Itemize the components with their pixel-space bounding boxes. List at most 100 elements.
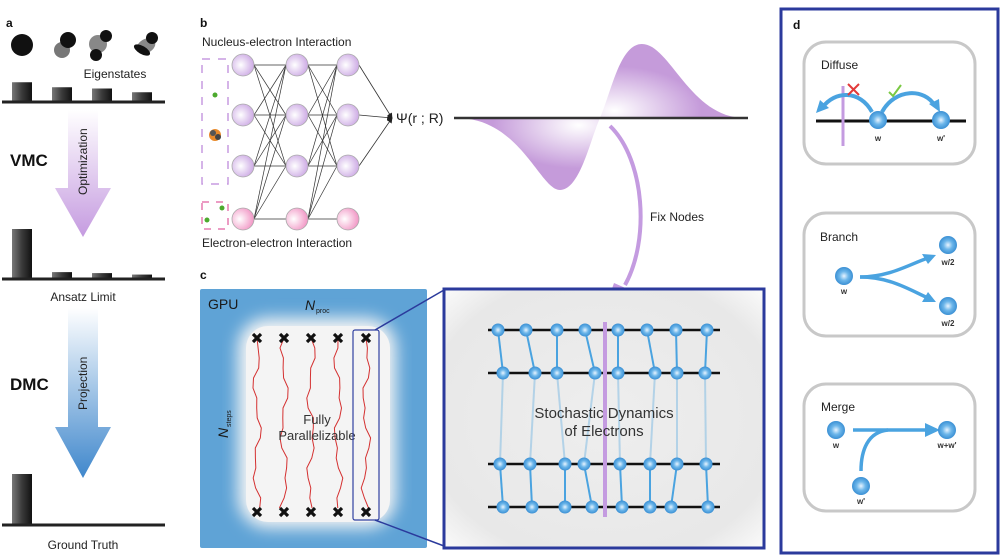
walker-node [528, 366, 542, 380]
gpu-label: GPU [208, 296, 238, 312]
walker-path [278, 337, 289, 509]
walker-node [525, 500, 539, 514]
network-edges [253, 64, 393, 220]
branch-arrow-down [859, 275, 929, 300]
network-node-nucleus [231, 53, 255, 77]
walker-link [525, 329, 536, 374]
accept-check-icon [888, 84, 902, 98]
network-node-electron [285, 207, 309, 231]
nucleus-icon [209, 129, 221, 141]
walker-path [306, 337, 316, 509]
branch-arrowhead-up [922, 254, 936, 264]
walker-w-prime [932, 111, 950, 129]
projection-label: Projection [76, 357, 90, 410]
zoom-line-bottom [374, 519, 445, 547]
output-edge [358, 117, 393, 167]
gpu-inner [246, 326, 390, 522]
stochastic-label-line1: Stochastic Dynamics [534, 405, 673, 422]
walker-path [252, 337, 262, 509]
vmc-label: VMC [10, 151, 48, 170]
diffuse-rejected-arrowhead [816, 100, 829, 113]
panel-d: d Diffuse w w' Branch w [779, 7, 1000, 555]
histogram-bar [92, 88, 112, 101]
walker-link [670, 463, 678, 508]
walker-link [617, 372, 621, 465]
walker-link [705, 463, 709, 508]
network-edge [307, 64, 338, 116]
walker-node [698, 366, 712, 380]
network-edge [307, 64, 338, 167]
walker-link [499, 372, 504, 465]
network-node-nucleus [336, 154, 360, 178]
panel-c-label: c [200, 268, 207, 282]
network-node-nucleus [231, 154, 255, 178]
zoom-line-top [374, 289, 445, 331]
panel-d-label: d [793, 18, 800, 32]
walker-node [615, 500, 629, 514]
output-edge [358, 64, 393, 119]
dynamics-lattice [488, 323, 720, 514]
stochastic-label-line2: of Electrons [564, 423, 643, 440]
walker-w [869, 111, 887, 129]
merge-sum-label: w+w' [936, 441, 956, 450]
optimization-label: Optimization [76, 128, 90, 195]
walker-link [497, 329, 504, 374]
walker-node [643, 457, 657, 471]
merge-arrow-curve [859, 428, 889, 472]
walker-link [619, 463, 623, 508]
walker-w [835, 267, 853, 285]
network-node-electron [336, 207, 360, 231]
network-edge [253, 114, 287, 220]
orbital-s-icon [11, 34, 33, 56]
walker-link [583, 372, 596, 465]
walker-paths [251, 332, 372, 518]
walker-node [669, 323, 683, 337]
walker-node [585, 500, 599, 514]
orbital-f-icon [133, 32, 158, 56]
network-edge [253, 64, 287, 167]
walker-node [577, 457, 591, 471]
walker-node [699, 457, 713, 471]
network-node-electron [231, 207, 255, 231]
electron-dot [204, 217, 210, 223]
merge-arrowhead [925, 423, 940, 437]
diffuse-w-prime-label: w' [936, 134, 945, 143]
walker-node [643, 500, 657, 514]
selected-walker-box [352, 329, 380, 521]
branch-w-label: w [840, 287, 848, 296]
histogram-ansatz-limit [2, 229, 165, 281]
network-edge [253, 64, 287, 220]
walker-node [493, 457, 507, 471]
walker-node [550, 323, 564, 337]
network-edge [253, 64, 287, 116]
histogram-bar [12, 82, 32, 101]
walker-node [648, 366, 662, 380]
walker-w [827, 421, 845, 439]
walker-node [611, 366, 625, 380]
branch-box: Branch w w/2 w/2 [802, 211, 977, 338]
network-node-nucleus [285, 154, 309, 178]
walker-cross-icon [305, 332, 317, 344]
projection-arrow [55, 308, 111, 478]
diffuse-accepted-arrow [880, 91, 937, 114]
orbital-p-icon [54, 32, 76, 58]
walker-cross-icon [278, 506, 290, 518]
histogram-bar [132, 92, 152, 101]
histogram-bar [52, 87, 72, 101]
walker-node [611, 323, 625, 337]
wavefunction-positive-lobe [600, 44, 745, 118]
network-node-nucleus [231, 103, 255, 127]
walker-cross-icon [251, 506, 263, 518]
electron-electron-label: Electron-electron Interaction [202, 236, 352, 250]
reject-x-icon [847, 83, 860, 96]
walker-cross-icon [278, 332, 290, 344]
network-node-nucleus [285, 53, 309, 77]
histogram-bar [132, 274, 152, 278]
merge-title: Merge [821, 400, 855, 414]
walker-w-prime [852, 477, 870, 495]
histogram-bar [92, 273, 112, 278]
network-edge [307, 114, 338, 220]
network-node-nucleus [336, 103, 360, 127]
walker-link [675, 329, 678, 374]
